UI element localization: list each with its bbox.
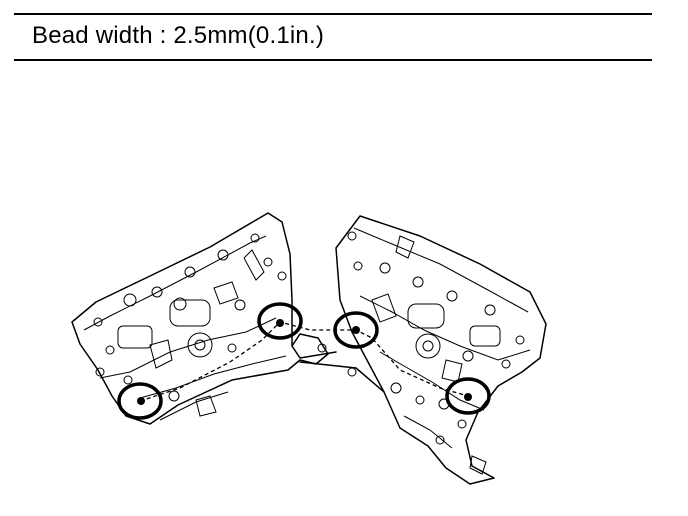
- left-bank-details: [93, 233, 287, 417]
- left-bank-outline: [71, 212, 329, 425]
- top-rule: [14, 13, 652, 15]
- caption-separator: :: [159, 22, 167, 49]
- sealant-marker-1: [117, 382, 163, 420]
- sealant-marker-4: [445, 377, 491, 415]
- bead-width-value: 2.5mm(0.1in.): [173, 22, 325, 49]
- sealant-bead-path: [139, 321, 469, 402]
- bottom-rule: [14, 59, 652, 61]
- sealant-marker-2: [257, 302, 303, 340]
- right-bank-outline: [335, 215, 547, 485]
- center-web: [291, 343, 385, 393]
- bead-width-caption: Bead width : 2.5mm(0.1in.): [32, 22, 324, 50]
- bead-width-label: Bead width: [32, 22, 153, 49]
- right-bank-details: [347, 231, 525, 475]
- sealant-marker-3: [333, 311, 379, 349]
